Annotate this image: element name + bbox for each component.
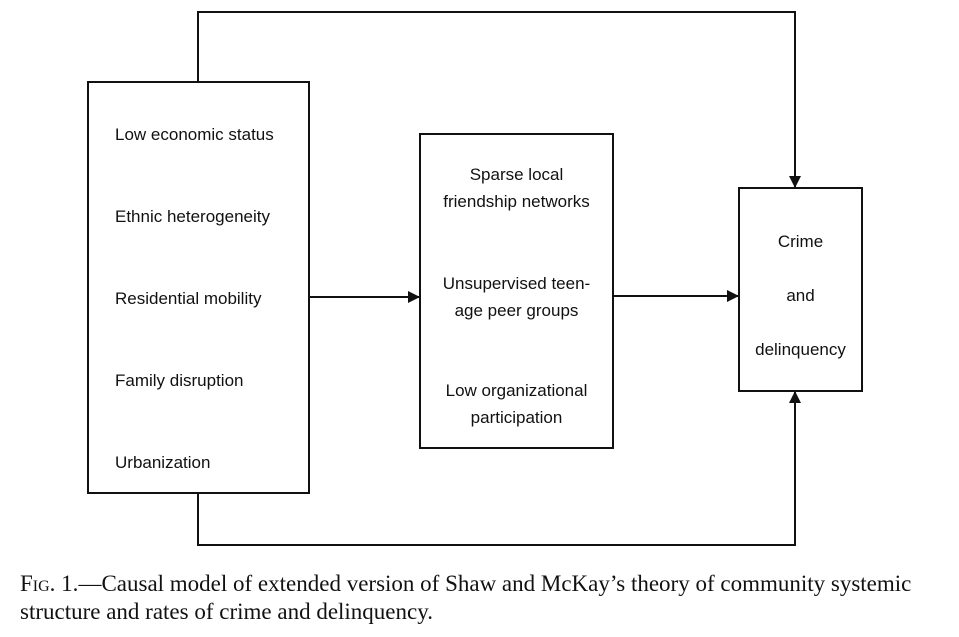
mediator-organizational-participation-line1: Low organizational — [445, 381, 588, 400]
outcome-line-crime: Crime — [777, 232, 824, 251]
factor-residential-mobility: Residential mobility — [115, 289, 262, 308]
factor-family-disruption: Family disruption — [115, 371, 244, 390]
causal-model-diagram — [197, 11, 801, 546]
mediator-peer-groups-line2: age peer groups — [454, 301, 579, 320]
mediator-organizational-participation-line2: participation — [470, 408, 563, 427]
outcome-line-delinquency: delinquency — [755, 340, 846, 359]
mediators-box: Sparse local friendship networks Unsuper… — [419, 133, 614, 449]
bottom-path-arrow — [197, 391, 801, 546]
factor-low-economic-status: Low economic status — [115, 125, 274, 144]
mediator-friendship-networks-line1: Sparse local — [469, 165, 564, 184]
figure-caption-label: Fig. 1. — [20, 571, 79, 596]
figure-caption: Fig. 1.—Causal model of extended version… — [20, 570, 945, 626]
figure-caption-text: —Causal model of extended version of Sha… — [20, 571, 912, 624]
factors-box: Low economic status Ethnic heterogeneity… — [87, 81, 310, 494]
mediator-peer-groups-line1: Unsupervised teen- — [442, 274, 591, 293]
outcome-box: Crime and delinquency — [738, 187, 863, 392]
outcome-line-and: and — [786, 286, 815, 305]
top-path-arrow — [197, 11, 801, 188]
factor-ethnic-heterogeneity: Ethnic heterogeneity — [115, 207, 270, 226]
factor-urbanization: Urbanization — [115, 453, 211, 472]
mediator-friendship-networks-line2: friendship networks — [443, 192, 590, 211]
